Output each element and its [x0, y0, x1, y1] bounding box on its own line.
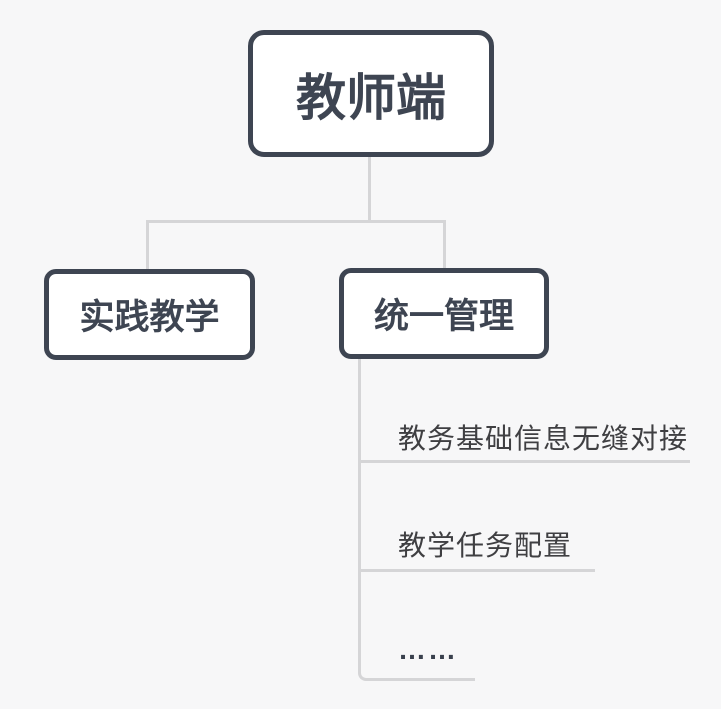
- node-c1-label: 实践教学: [79, 298, 220, 337]
- node-unified-management[interactable]: 统一管理: [339, 268, 549, 359]
- node-root-label: 教师端: [296, 69, 446, 126]
- connector-trunk-elbow: [358, 359, 475, 681]
- node-root-teacher-side[interactable]: 教师端: [248, 30, 494, 157]
- subtopic-underline-2: [358, 569, 595, 572]
- connector-drop-left: [146, 220, 149, 269]
- node-practical-teaching[interactable]: 实践教学: [44, 269, 255, 360]
- subtopic-teaching-task-config[interactable]: 教学任务配置: [398, 530, 573, 561]
- connector-horizontal-bar: [146, 220, 446, 223]
- subtopic-ellipsis-more[interactable]: ……: [398, 634, 458, 665]
- subtopic-academic-info-integration[interactable]: 教务基础信息无缝对接: [398, 423, 689, 454]
- connector-drop-right: [443, 220, 446, 268]
- subtopic-underline-1: [358, 460, 690, 463]
- node-c2-label: 统一管理: [373, 297, 514, 336]
- connector-root-stem: [368, 157, 371, 220]
